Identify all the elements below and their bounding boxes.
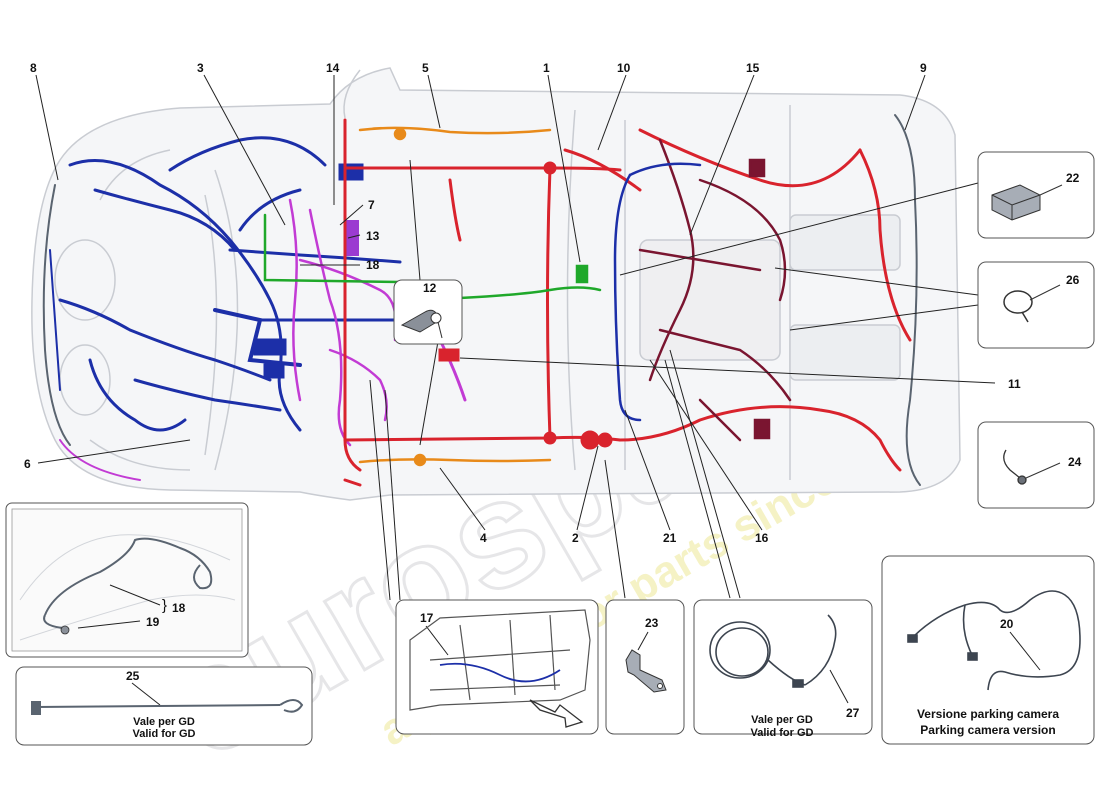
callout-numbers: 8 3 14 5 1 10 15 9 7 13 18 11 6 4 2 21 1… [24,61,1021,545]
inset-part-17: 17 [395,599,599,735]
callout-5: 5 [422,61,429,75]
inset-part-22: 22 [977,151,1095,239]
callout-16: 16 [755,531,769,545]
dark-red-engine-harness [638,138,792,442]
callout-19: 19 [146,615,160,629]
arrow-icon [529,699,584,728]
callout-6: 6 [24,457,31,471]
harness-25 [31,699,304,715]
callout-15: 15 [746,61,760,75]
caption-gd-it-27: Vale per GD [751,714,813,726]
callout-9: 9 [920,61,927,75]
inset-part-23: 23 [605,599,685,735]
grey-wire-18 [43,537,213,629]
callout-3: 3 [197,61,204,75]
callout-12: 12 [423,281,437,295]
inset-part-26: 26 [977,261,1095,349]
callout-2: 2 [572,531,579,545]
blue-front-harness [49,136,402,432]
caption-gd-en-25: Valid for GD [133,728,196,740]
inset-part-12: 12 [393,279,463,345]
callout-7: 7 [368,198,375,212]
callout-22: 22 [1066,171,1080,185]
orange-door-harnesses [358,126,552,467]
callout-21: 21 [663,531,677,545]
callout-26: 26 [1066,273,1080,287]
inset-part-20: 20 Versione parking camera Parking camer… [881,555,1095,745]
callout-17: 17 [420,611,434,625]
callout-8: 8 [30,61,37,75]
dashboard-frame-drawing [409,609,591,711]
blue-engine-harness [613,162,702,422]
inset-part-25: 25 Vale per GD Valid for GD [15,666,313,746]
clip-part-icon [400,309,443,339]
grey-harnesses [42,114,921,486]
ring-clip-icon [1003,284,1061,323]
callout-23: 23 [645,616,659,630]
callout-14: 14 [326,61,340,75]
callout-11: 11 [1008,377,1021,391]
cable-coil-icon [709,614,837,688]
callout-27: 27 [846,706,860,720]
callout-4: 4 [480,531,487,545]
caption-gd-en-27: Valid for GD [751,727,814,739]
callout-10: 10 [617,61,631,75]
connector-part-icon [991,184,1063,221]
bolt-connector-icon [1003,449,1061,485]
bracket-part-icon [625,649,667,693]
inset-part-18-19: } 18 19 [5,502,249,658]
green-harness [263,213,602,300]
caption-gd-it-25: Vale per GD [133,716,195,728]
callout-20: 20 [1000,617,1014,631]
callout-25: 25 [126,669,140,683]
red-main-harness [343,118,912,487]
leader-lines [35,74,996,601]
inset-part-27: 27 Vale per GD Valid for GD [693,599,873,739]
callout-24: 24 [1068,455,1082,469]
camera-cable-icon [907,590,1081,691]
caption-camera-en: Parking camera version [920,723,1055,737]
callout-18: 18 [366,258,380,272]
callout-1: 1 [543,61,550,75]
inset-part-24: 24 [977,421,1095,509]
callout-18-inset: 18 [172,601,186,615]
brace: } [162,597,167,614]
car-body-outline [31,67,961,501]
caption-camera-it: Versione parking camera [917,707,1059,721]
callout-13: 13 [366,229,380,243]
